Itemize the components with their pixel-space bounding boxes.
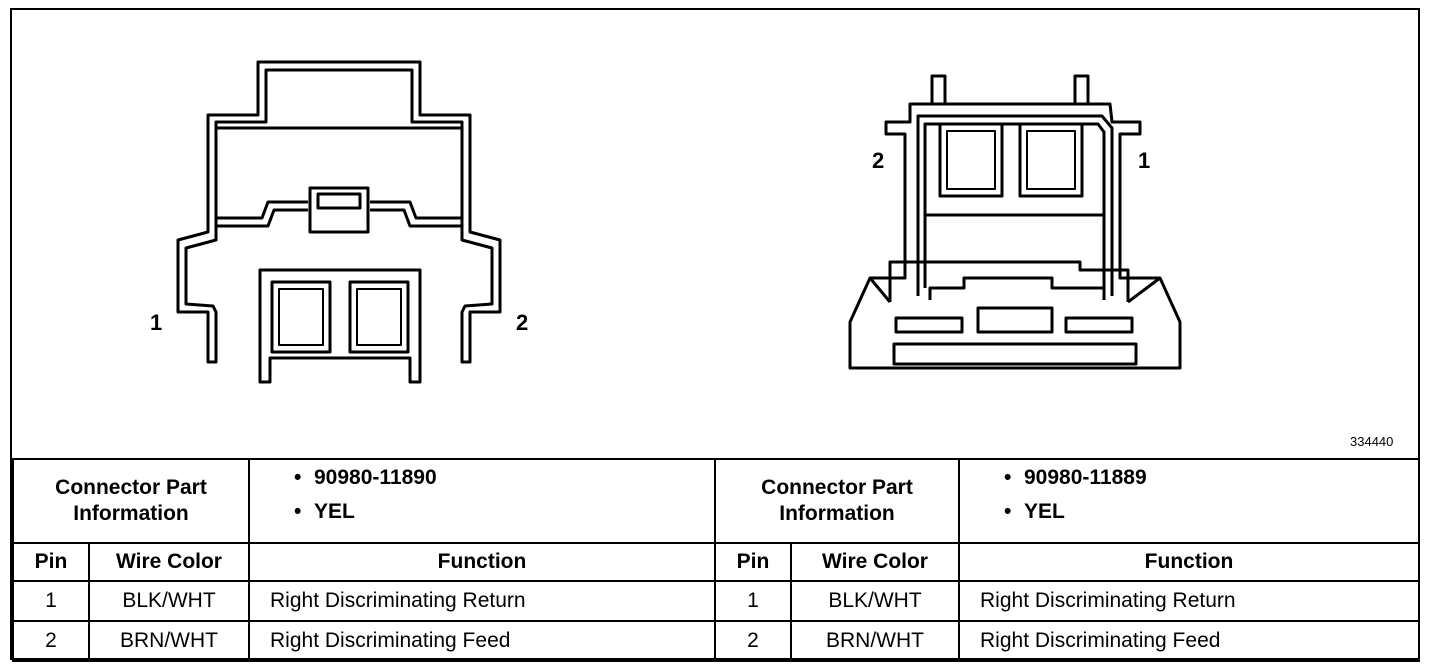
left-wire-color-header: Wire Color <box>88 542 250 582</box>
connector-diagram <box>176 60 1182 384</box>
connector-info-table: Connector Part Information •90980-11890 … <box>12 458 1420 662</box>
left-wire-color-cell: BRN/WHT <box>88 620 250 662</box>
left-connector-pin-1-label: 1 <box>150 310 163 335</box>
right-part-number: •90980-11889 <box>1004 466 1147 489</box>
right-connector-pin-1-label: 1 <box>1138 148 1151 173</box>
left-part-info-list: •90980-11890 •YEL <box>248 458 716 544</box>
left-connector-drawing <box>176 60 502 384</box>
right-pin-cell: 2 <box>714 620 792 662</box>
left-pin-header: Pin <box>12 542 90 582</box>
left-function-header: Function <box>248 542 716 582</box>
right-part-color: •YEL <box>1004 500 1065 523</box>
right-part-info-title: Connector Part Information <box>714 458 960 544</box>
left-pin-cell: 1 <box>12 580 90 622</box>
part-info-row: Connector Part Information •90980-11890 … <box>12 458 1420 544</box>
left-pin-cell: 2 <box>12 620 90 662</box>
right-wire-color-cell: BLK/WHT <box>790 580 960 622</box>
left-part-color: •YEL <box>294 500 355 523</box>
table-header-row: Pin Wire Color Function Pin Wire Color F… <box>12 542 1420 582</box>
left-function-cell: Right Discriminating Return <box>248 580 716 622</box>
figure-id: 334440 <box>1350 434 1394 449</box>
right-function-header: Function <box>958 542 1420 582</box>
left-function-cell: Right Discriminating Feed <box>248 620 716 662</box>
right-function-cell: Right Discriminating Feed <box>958 620 1420 662</box>
right-connector-drawing <box>848 74 1182 370</box>
left-part-number: •90980-11890 <box>294 466 437 489</box>
left-part-info-title: Connector Part Information <box>12 458 250 544</box>
right-wire-color-header: Wire Color <box>790 542 960 582</box>
right-pin-cell: 1 <box>714 580 792 622</box>
left-connector-pin-2-label: 2 <box>516 310 529 335</box>
table-row: 2 BRN/WHT Right Discriminating Feed 2 BR… <box>12 620 1420 662</box>
right-connector-pin-2-label: 2 <box>872 148 885 173</box>
table-row: 1 BLK/WHT Right Discriminating Return 1 … <box>12 580 1420 622</box>
right-function-cell: Right Discriminating Return <box>958 580 1420 622</box>
right-part-info-list: •90980-11889 •YEL <box>958 458 1420 544</box>
right-pin-header: Pin <box>714 542 792 582</box>
right-wire-color-cell: BRN/WHT <box>790 620 960 662</box>
left-wire-color-cell: BLK/WHT <box>88 580 250 622</box>
